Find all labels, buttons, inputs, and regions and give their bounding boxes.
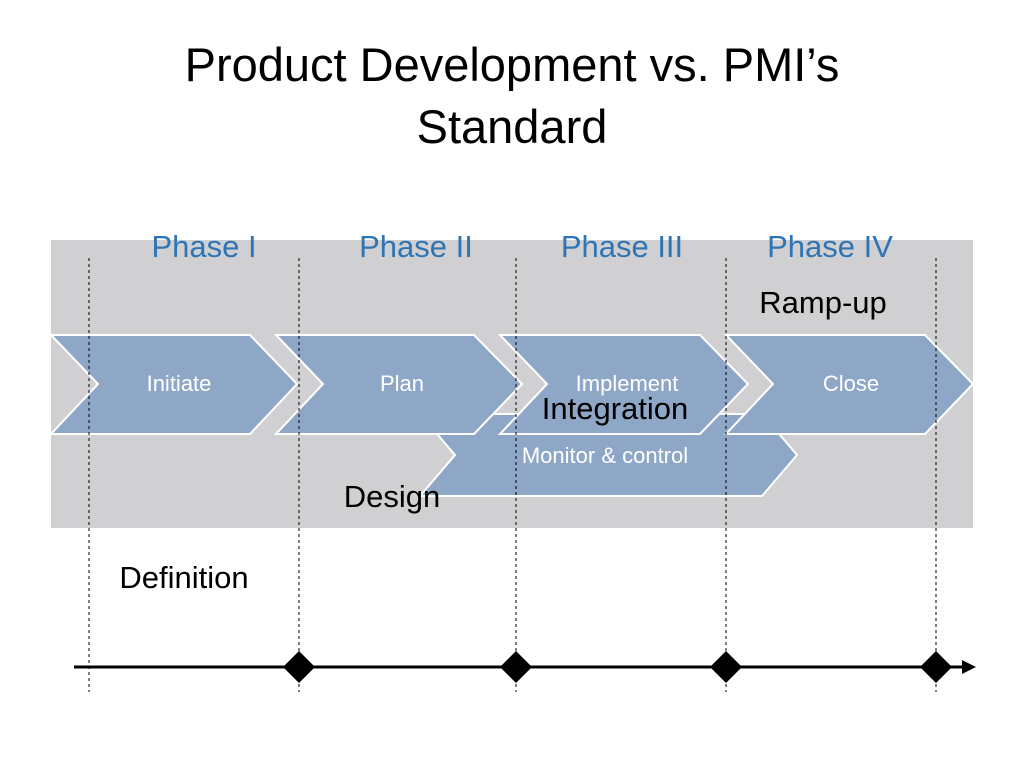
milestone-diamond [710, 651, 742, 683]
stage-label-design: Design [344, 479, 441, 514]
chevron-close: Close [723, 334, 975, 435]
phase-label-4: Phase IV [767, 229, 893, 264]
phase-label-3: Phase III [561, 229, 683, 264]
timeline [74, 651, 976, 683]
slide-title-line-1: Product Development vs. PMI’s [184, 38, 840, 91]
phase-boundaries [88, 258, 937, 692]
chevron-plan: Plan [273, 334, 524, 435]
chevron-label-implement: Implement [576, 371, 679, 396]
phase-label-1: Phase I [151, 229, 256, 264]
milestone-diamond [920, 651, 952, 683]
phase-label-2: Phase II [359, 229, 473, 264]
stage-label-integration: Integration [542, 391, 689, 426]
chevron-label-initiate: Initiate [147, 371, 212, 396]
chevron-label-close: Close [823, 371, 879, 396]
chevron-label-plan: Plan [380, 371, 424, 396]
milestone-diamond [283, 651, 315, 683]
chevron-initiate: Initiate [48, 334, 299, 435]
milestone-diamond [500, 651, 532, 683]
stage-label-ramp-up: Ramp-up [759, 285, 887, 320]
timeline-arrowhead [962, 660, 976, 674]
slide-title: Product Development vs. PMI’s Standard [0, 34, 1024, 158]
chevron-implement: Implement [497, 334, 750, 435]
stage-label-definition: Definition [119, 560, 248, 595]
chevron-label-monitor-control: Monitor & control [522, 443, 688, 468]
slide-title-line-2: Standard [416, 100, 608, 153]
